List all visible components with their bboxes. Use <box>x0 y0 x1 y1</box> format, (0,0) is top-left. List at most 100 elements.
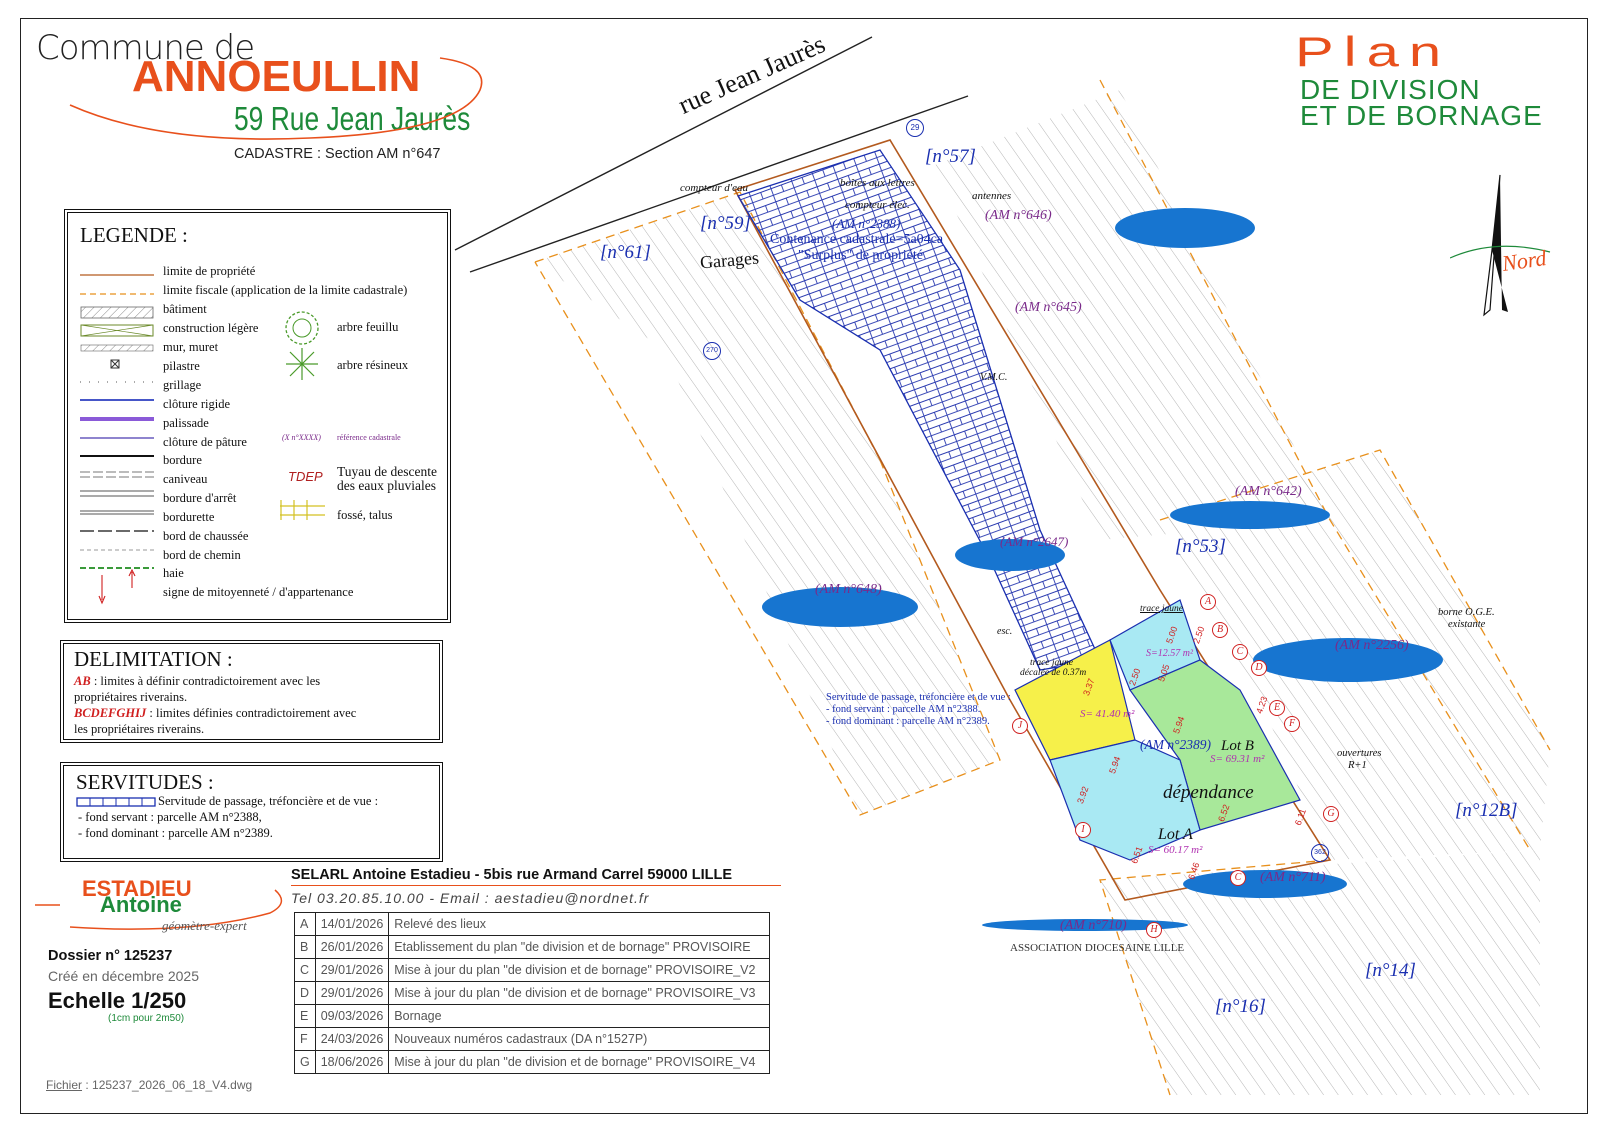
revision-date: 14/01/2026 <box>314 912 390 936</box>
label-am645: (AM n°645) <box>1015 300 1082 315</box>
label-contenance: Contenance cadastrale=5a04ca <box>770 232 944 247</box>
plan-serv1: Servitude de passage, tréfoncière et de … <box>826 692 1011 703</box>
servitudes-heading: SERVITUDES : <box>76 770 214 794</box>
sheet-frame <box>20 18 1588 1114</box>
boundary-marker: A <box>1200 594 1216 610</box>
legend-tdep-label1: Tuyau de descente <box>337 464 437 479</box>
label-vmc: V.M.C. <box>980 372 1008 383</box>
boundary-marker: F <box>1284 716 1300 732</box>
label-yellow-area: S= 41.40 m² <box>1080 708 1135 720</box>
boundary-marker: C <box>1232 644 1248 660</box>
label-am2389: (AM n°2389) <box>1140 737 1212 752</box>
revision-date: 18/06/2026 <box>314 1050 390 1074</box>
survey-point-362: 362 <box>1311 844 1329 862</box>
survey-point-29: 29 <box>906 119 924 137</box>
legend-item: limite fiscale (application de la limite… <box>163 283 408 297</box>
label-am642: (AM n°642) <box>1235 484 1302 499</box>
label-am648: (AM n°648) <box>815 582 882 597</box>
servitude-symbol <box>76 797 156 807</box>
label-n57: [n°57] <box>925 146 976 167</box>
firm-divider <box>291 885 781 886</box>
boundary-marker: G <box>1323 806 1339 822</box>
label-esc: esc. <box>997 626 1013 637</box>
delim-text2a: : limites définies contradictoirement av… <box>146 706 357 720</box>
title-line2: DE DIVISION <box>1300 74 1481 105</box>
dossier-created: Créé en décembre 2025 <box>48 968 199 984</box>
label-boites: boîtes aux lettres <box>840 177 915 189</box>
legend-item: construction légère <box>163 321 259 335</box>
label-am2647: (AM n°2647) <box>1000 534 1069 549</box>
label-n61: [n°61] <box>600 242 651 263</box>
legend-heading: LEGENDE : <box>80 223 188 247</box>
legend-ref-symbol: (X n°XXXX) <box>282 433 321 442</box>
firm-logo-mid: Antoine <box>100 892 182 917</box>
file-label: Fichier <box>46 1078 83 1092</box>
legend-fosse: fossé, talus <box>337 508 393 522</box>
label-borne2: existante <box>1448 619 1486 630</box>
label-blue-area: S=12.57 m² <box>1146 648 1193 659</box>
legend-item: mur, muret <box>163 340 219 354</box>
header-swoosh <box>69 57 483 140</box>
label-compteur-elec: compteur élec. <box>845 199 910 211</box>
street-edge-1 <box>454 36 873 251</box>
revision-code: G <box>294 1050 316 1074</box>
label-n59: [n°59] <box>700 213 751 234</box>
label-n16: [n°16] <box>1215 996 1266 1017</box>
commune-label: Commune de <box>36 28 255 68</box>
plan-serv2: - fond servant : parcelle AM n°2388. <box>826 704 981 715</box>
legend-symbols <box>80 274 154 605</box>
cadastre-ref: CADASTRE : Section AM n°647 <box>234 146 441 162</box>
legend-item: bordurette <box>163 510 215 524</box>
scale-note: (1cm pour 2m50) <box>108 1013 185 1024</box>
legend-item: bordure <box>163 453 202 467</box>
label-trace-decalee1: trace jaune <box>1030 658 1074 668</box>
legend-item: bord de chaussée <box>163 529 249 543</box>
legend-item: bord de chemin <box>163 548 241 562</box>
boundary-marker: H <box>1146 922 1162 938</box>
legend-right-symbols <box>280 311 325 520</box>
revision-date: 29/01/2026 <box>314 981 390 1005</box>
city-name: ANNOEULLIN <box>132 52 421 101</box>
firm-contact: Tel 03.20.85.10.00 - Email : aestadieu@n… <box>291 890 650 906</box>
address: 59 Rue Jean Jaurès <box>234 100 471 137</box>
label-am2256: (AM n°2256) <box>1335 638 1409 653</box>
legend-item: palissade <box>163 416 209 430</box>
code-bcdefghij: BCDEFGHIJ <box>74 706 147 720</box>
label-am646: (AM n°646) <box>985 208 1052 223</box>
legend-item: bâtiment <box>163 302 207 316</box>
label-antennes: antennes <box>972 190 1012 202</box>
code-ab: AB <box>74 674 91 688</box>
dossier-number: Dossier n° 125237 <box>48 948 173 964</box>
delimitation-line3: BCDEFGHIJ : limites définies contradicto… <box>74 706 356 721</box>
firm-logo-top: ESTADIEU <box>82 876 192 901</box>
legend-box: LEGENDE : <box>64 209 451 623</box>
delimitation-line1: AB : limites à définir contradictoiremen… <box>74 674 320 689</box>
label-am711: (AM n°711) <box>1260 870 1326 885</box>
legend-item: haie <box>163 566 184 580</box>
delimitation-line4: les propriétaires riverains. <box>74 722 205 736</box>
redaction-marks <box>762 208 1443 931</box>
scale: Echelle 1/250 <box>48 988 187 1013</box>
legend-tdep-label2: des eaux pluviales <box>337 478 436 493</box>
label-lot-a: Lot A <box>1158 826 1193 843</box>
revision-desc: Mise à jour du plan "de division et de b… <box>388 1050 771 1074</box>
label-trace-decalee2: décalée de 0.37m <box>1020 668 1087 678</box>
label-lot-b-area: S= 69.31 m² <box>1210 753 1265 765</box>
plan-title: Plan <box>1295 28 1452 76</box>
label-ouvertures2: R+1 <box>1348 760 1367 771</box>
north-arrow <box>1450 174 1551 317</box>
title-line3: ET DE BORNAGE <box>1300 100 1543 131</box>
survey-point-270: 270 <box>703 342 721 360</box>
delimitation-line2: propriétaires riverains. <box>74 690 188 704</box>
firm-logo-sub: géomètre-expert <box>162 918 247 933</box>
legend-ref-label: référence cadastrale <box>337 433 401 442</box>
label-n53: [n°53] <box>1175 536 1226 557</box>
